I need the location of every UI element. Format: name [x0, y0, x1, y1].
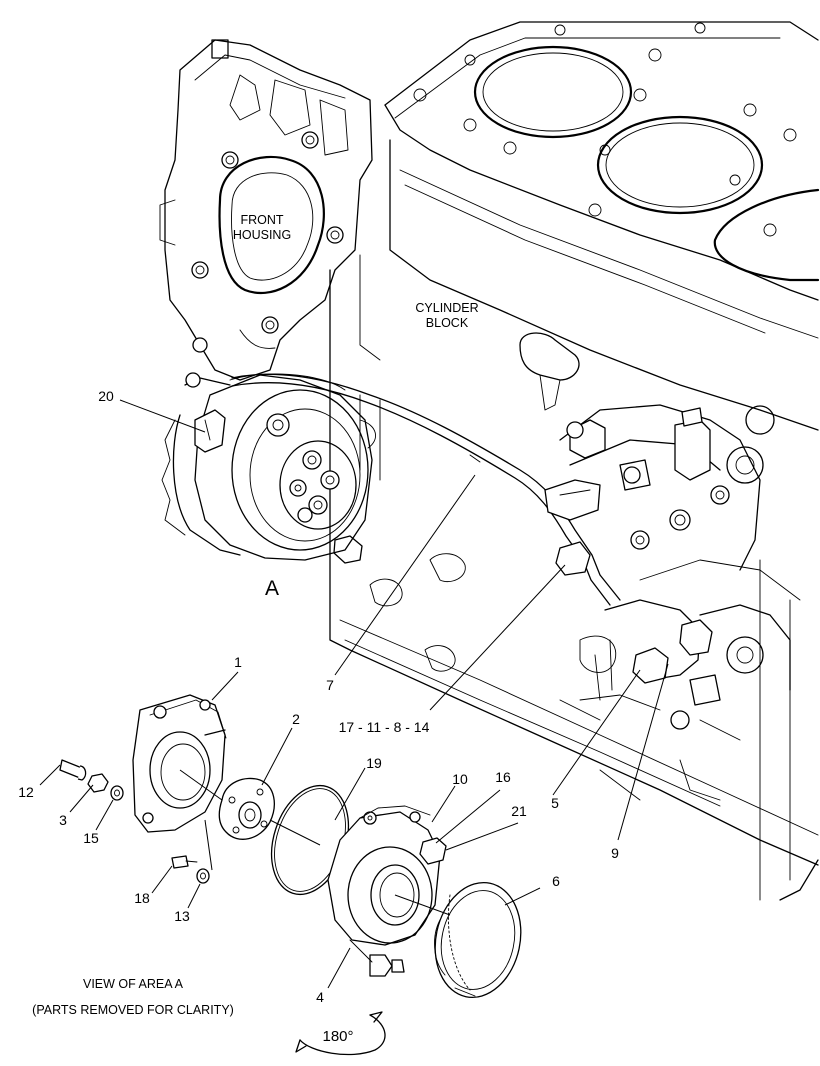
part-3-nut [87, 773, 109, 793]
fitting-5 [632, 647, 669, 684]
cylinder-bore-2 [596, 115, 764, 215]
area-a-marker: A [265, 577, 279, 600]
callout-12: 12 [18, 784, 34, 800]
part-15-washer [110, 785, 124, 801]
callout-20: 20 [98, 388, 114, 404]
callout-7: 7 [326, 677, 334, 693]
callout-2: 2 [292, 711, 300, 727]
front-housing [159, 39, 373, 381]
part-13-washer [196, 868, 210, 884]
housing-lug [211, 39, 229, 59]
cylinder-block-label-1: CYLINDER [415, 301, 478, 315]
callout-15: 15 [83, 830, 99, 846]
diagram-labels: FRONT HOUSING CYLINDER BLOCK A VIEW OF A… [32, 213, 478, 1045]
fuel-pump-assembly [544, 404, 801, 730]
rotation-arrow-icon [295, 1011, 386, 1056]
callout-13: 13 [174, 908, 190, 924]
callout-4: 4 [316, 989, 324, 1005]
assembly-lines [179, 769, 451, 916]
callout-5: 5 [551, 795, 559, 811]
view-note-line-1: VIEW OF AREA A [83, 977, 184, 991]
clip-20 [194, 409, 226, 453]
part-2-plate [218, 777, 275, 840]
part-6-gear [434, 881, 522, 999]
rotation-label: 180° [322, 1028, 353, 1045]
part-18-bolt [171, 855, 198, 869]
front-housing-label-2: HOUSING [233, 228, 291, 242]
part-12-bolt [59, 759, 87, 781]
cylinder-block-label-2: BLOCK [426, 316, 469, 330]
callout-3: 3 [59, 812, 67, 828]
tube-bracket [544, 479, 601, 521]
callout-19: 19 [366, 755, 382, 771]
leader-lines [39, 399, 669, 989]
callout-17-11-8-14: 17 - 11 - 8 - 14 [339, 719, 430, 735]
accessory-drive-assembly [161, 372, 376, 564]
callout-1: 1 [234, 654, 242, 670]
callout-6: 6 [552, 873, 560, 889]
housing-opening [218, 155, 325, 295]
pump-fitting [674, 419, 711, 481]
callout-10: 10 [452, 771, 468, 787]
part-21-bolt [419, 837, 447, 865]
callout-9: 9 [611, 845, 619, 861]
cylinder-block [329, 21, 820, 901]
mounting-bolt [333, 535, 363, 564]
front-housing-label-1: FRONT [240, 213, 283, 227]
callout-numbers: 20 7 17 - 11 - 8 - 14 5 9 1 2 12 3 15 18… [18, 388, 619, 1005]
cylinder-bore-1 [473, 45, 633, 139]
fitting-9 [679, 619, 713, 656]
view-note-line-2: (PARTS REMOVED FOR CLARITY) [32, 1003, 234, 1017]
part-1-adapter [132, 694, 227, 833]
callout-21: 21 [511, 803, 527, 819]
part-10-housing [327, 805, 441, 946]
drive-housing [231, 389, 369, 551]
block-boss [519, 332, 580, 381]
part-4-bolt [349, 939, 405, 977]
callout-18: 18 [134, 890, 150, 906]
hub-bolts [289, 450, 340, 523]
callout-16: 16 [495, 769, 511, 785]
cylinder-bore-3 [713, 188, 820, 282]
